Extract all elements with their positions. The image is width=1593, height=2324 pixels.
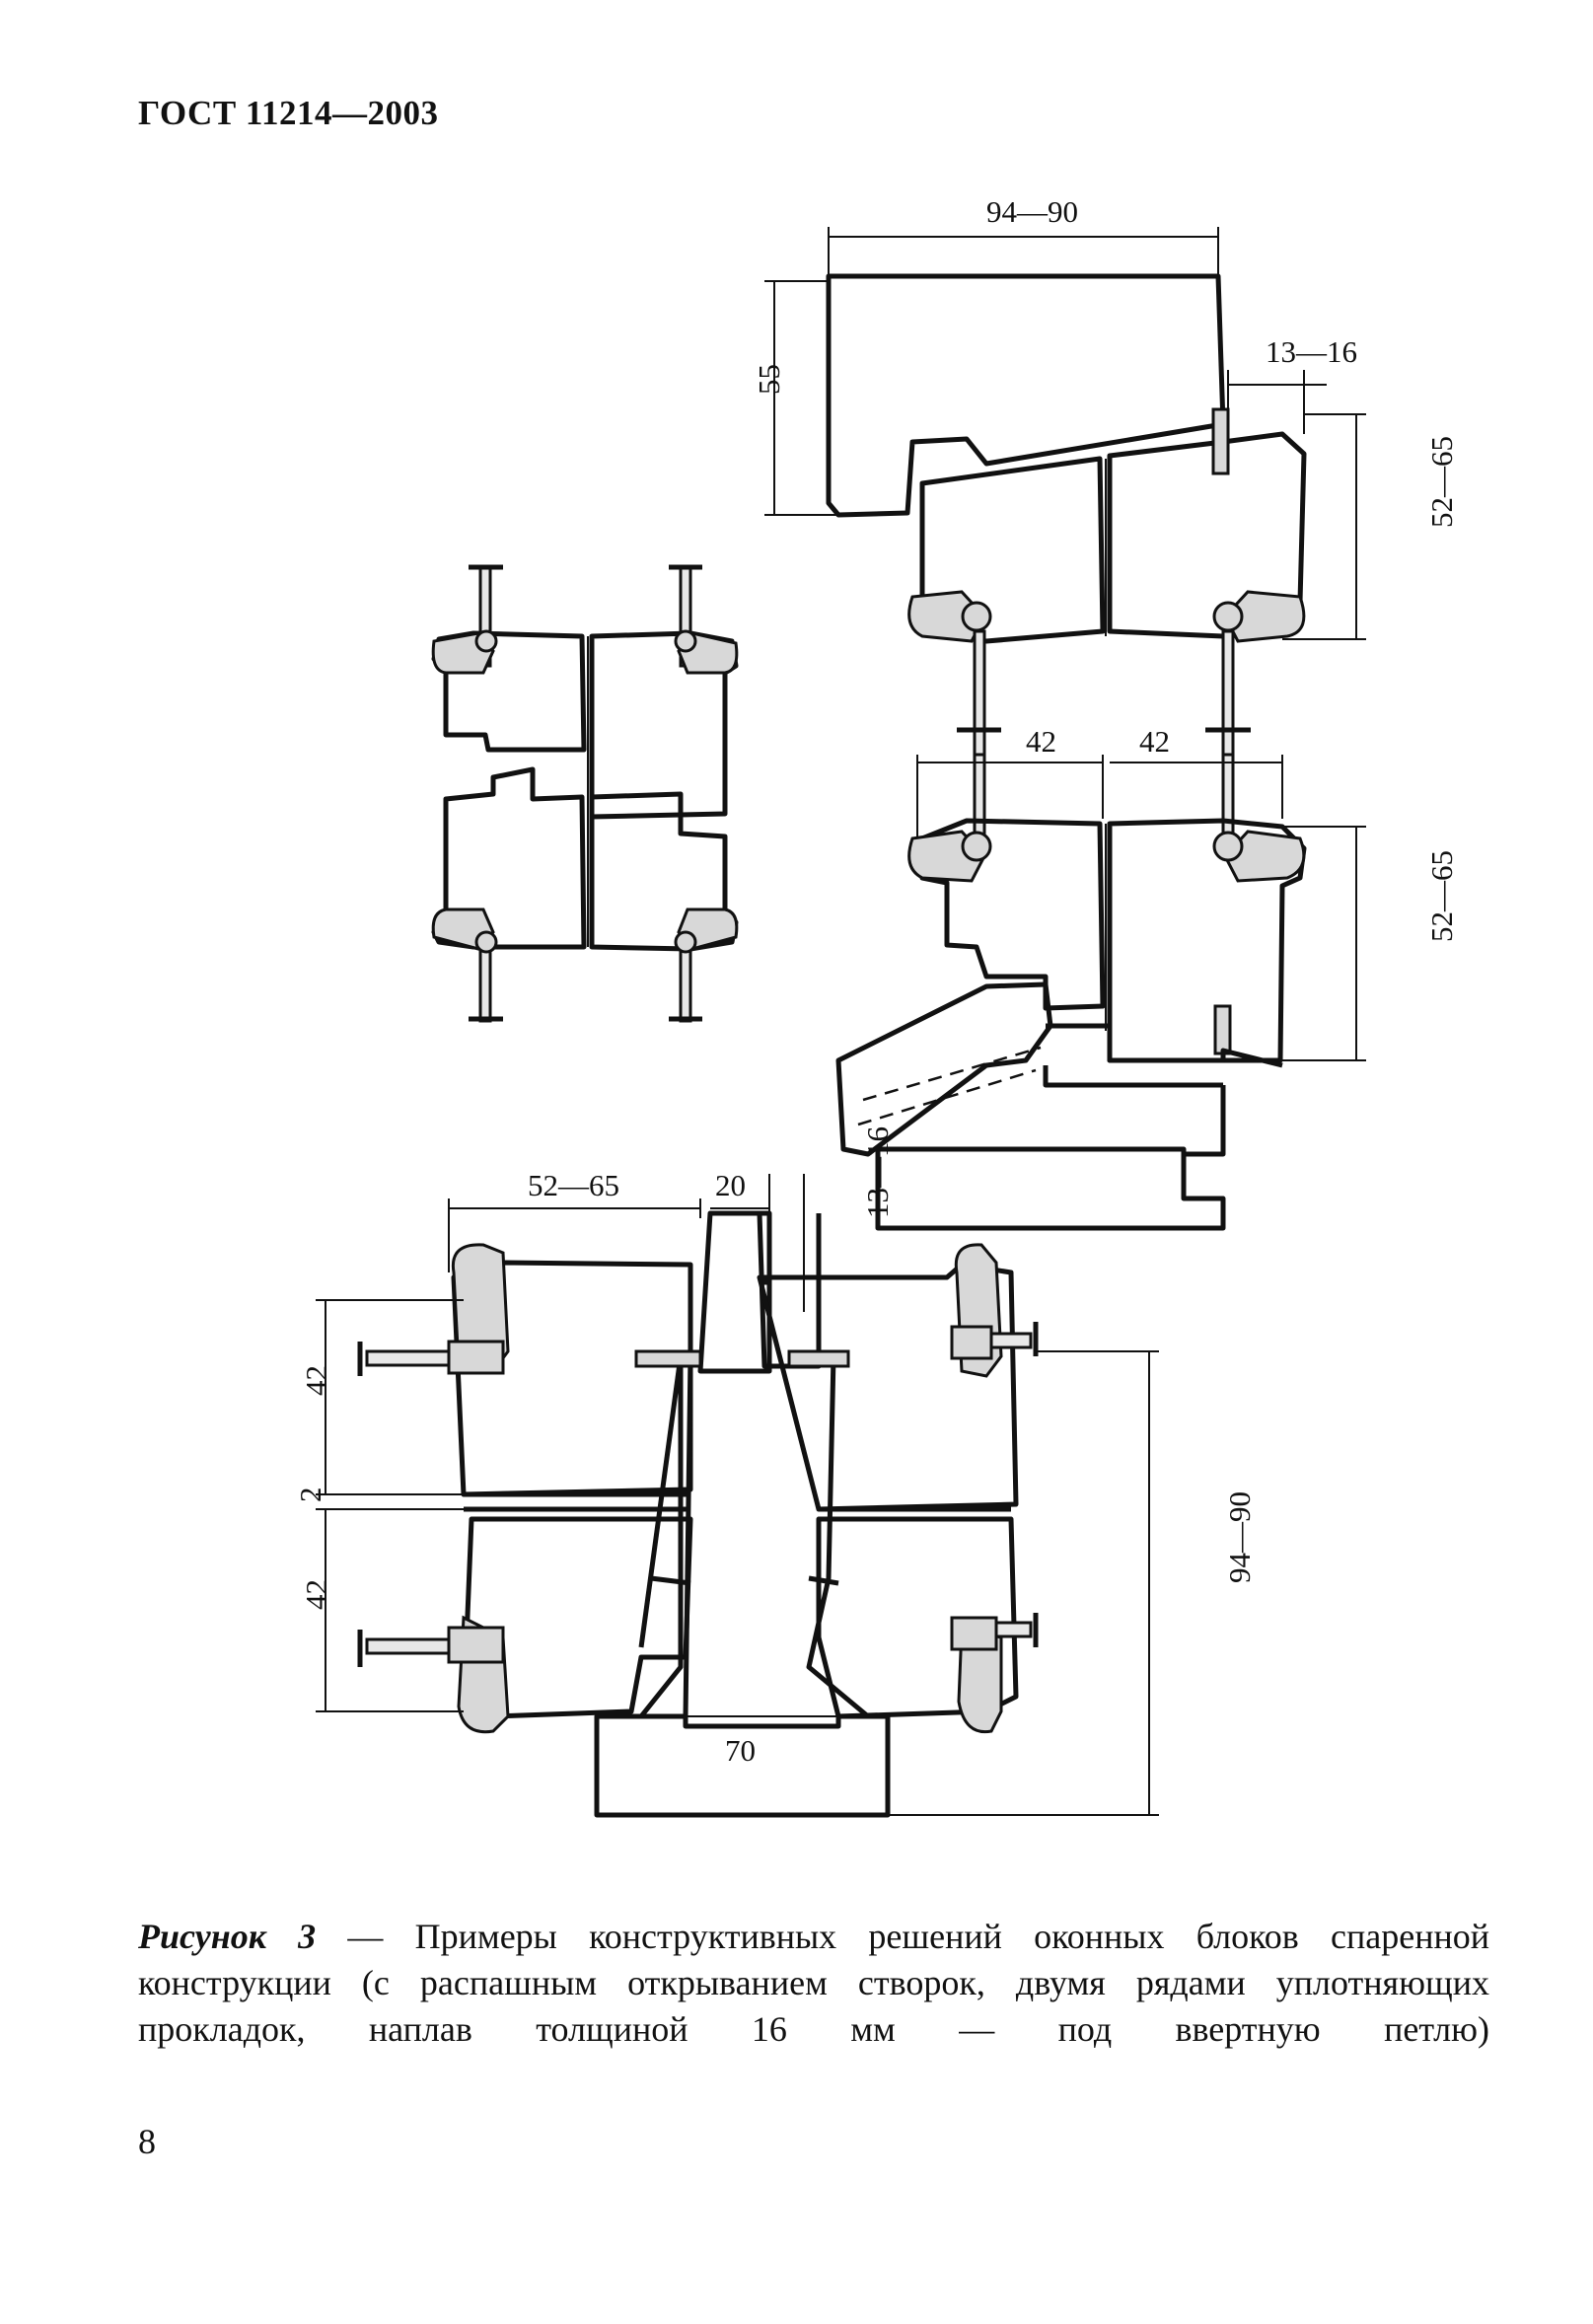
dim-top-height: 55 — [752, 364, 786, 395]
dim-bottom-width: 52—65 — [528, 1168, 619, 1202]
small-section-drawing — [431, 564, 739, 1023]
dim-top-overlap: 13—16 — [1266, 334, 1357, 369]
dimension-lines — [316, 227, 1366, 1816]
dim-sash-left-width: 42 — [1026, 724, 1056, 759]
caption-dash: — — [316, 1917, 415, 1956]
caption-lead: Рисунок 3 — [138, 1917, 317, 1956]
dim-bottom-gap: 20 — [715, 1168, 746, 1202]
dim-upper-right-height: 52—65 — [1424, 436, 1459, 528]
dim-top-width: 94—90 — [986, 194, 1078, 229]
document-header: ГОСТ 11214—2003 — [138, 94, 439, 132]
dim-left-upper: 42 — [299, 1365, 333, 1396]
dim-left-lower: 42 — [299, 1579, 333, 1610]
caption-text: Примеры конструктивных решений оконных б… — [138, 1917, 1489, 2049]
upper-section-drawing — [826, 273, 1307, 1231]
dim-sash-right-width: 42 — [1139, 724, 1170, 759]
dim-right-height: 94—90 — [1222, 1491, 1257, 1583]
dim-lower-right-height: 52—65 — [1424, 850, 1459, 942]
bottom-section-drawing — [357, 1210, 1039, 1818]
dim-bottom-base: 70 — [725, 1733, 756, 1768]
page-number: 8 — [138, 2122, 156, 2161]
figure-caption: Рисунок 3 — Примеры конструктивных решен… — [138, 1914, 1489, 2053]
dim-left-gap: 2 — [293, 1488, 327, 1503]
dim-bottom-overlap: 13—16 — [860, 1126, 895, 1218]
